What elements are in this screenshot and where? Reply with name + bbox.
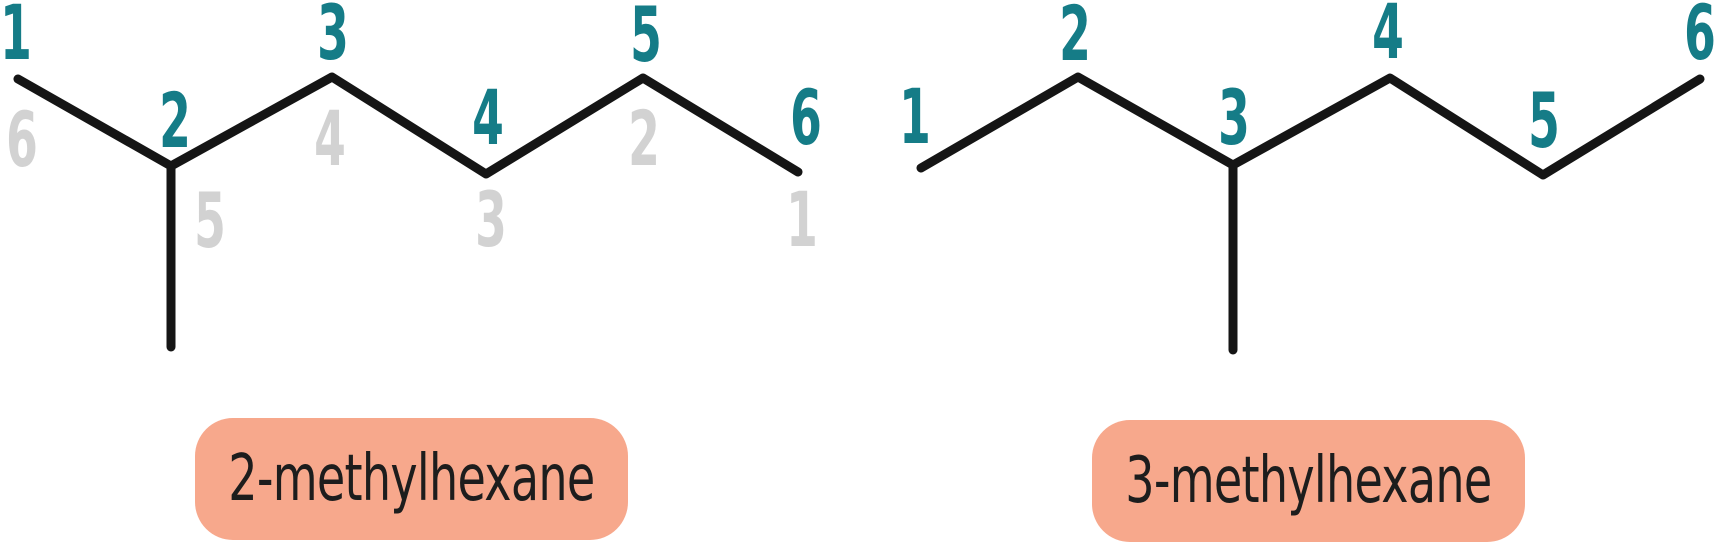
left-gray-number-c6: 1 — [786, 175, 818, 264]
right-teal-number-c2: 2 — [1059, 0, 1091, 78]
right-compound-name: 3-methylhexane — [1125, 444, 1492, 518]
left-gray-number-c3: 4 — [314, 94, 346, 183]
left-teal-number-c2: 2 — [159, 76, 191, 165]
left-teal-number-c1: 1 — [0, 0, 32, 77]
right-teal-number-c1: 1 — [899, 72, 931, 161]
right-teal-number-c6: 6 — [1684, 0, 1716, 77]
left-compound-badge: 2-methylhexane — [195, 418, 628, 540]
left-gray-number-c1: 6 — [6, 95, 38, 184]
left-teal-number-c6: 6 — [790, 73, 822, 162]
left-gray-number-c4: 3 — [475, 175, 507, 264]
left-gray-number-c2: 5 — [194, 176, 226, 265]
right-teal-number-c5: 5 — [1528, 76, 1560, 165]
left-teal-number-c4: 4 — [472, 73, 504, 162]
left-teal-number-c5: 5 — [630, 0, 662, 79]
left-teal-number-c3: 3 — [317, 0, 349, 77]
right-teal-number-c3: 3 — [1218, 73, 1250, 162]
left-chain-skeleton — [13, 72, 803, 179]
right-chain-skeleton — [916, 72, 1705, 180]
right-compound-badge: 3-methylhexane — [1092, 420, 1525, 542]
left-gray-number-c5: 2 — [628, 94, 660, 183]
left-compound-name: 2-methylhexane — [228, 442, 595, 516]
right-teal-number-c4: 4 — [1372, 0, 1404, 76]
